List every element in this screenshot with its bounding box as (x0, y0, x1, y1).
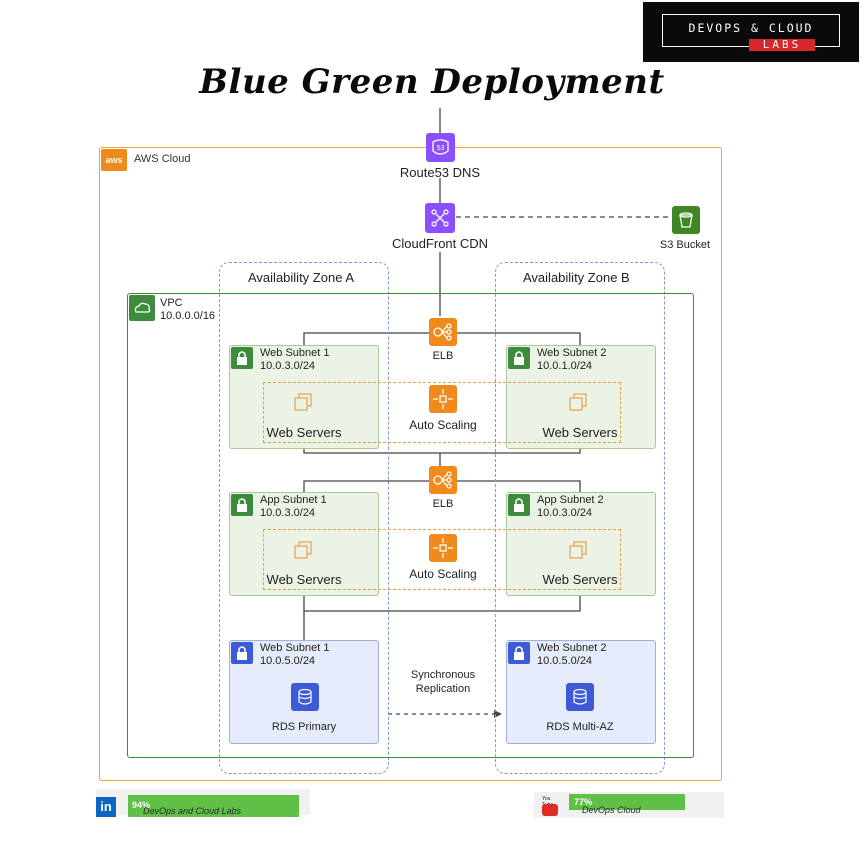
subnet-cidr: 10.0.5.0/24 (260, 655, 316, 667)
logo-line1: DEVOPS & CLOUD (688, 21, 814, 35)
elb2-right-line (456, 480, 581, 493)
ec2-instances-icon (292, 539, 314, 566)
auto-scaling-icon (429, 534, 457, 562)
vpc-cloud-icon (129, 295, 155, 321)
vpc-name: VPC (160, 297, 183, 309)
youtube-banner-text: DevOps Cloud (582, 805, 641, 815)
youtube-progress-bar (569, 794, 685, 810)
db-subnet-a-label: Web Subnet 1 10.0.5.0/24 (260, 642, 330, 668)
lock-icon (231, 642, 253, 664)
availability-zone-a (219, 262, 389, 774)
app-subnet-a (229, 492, 379, 596)
elb1-right-line (456, 332, 581, 345)
subnet-name: App Subnet 2 (537, 494, 604, 506)
app-servers-a-label: Web Servers (266, 572, 342, 587)
vpc-boundary (127, 293, 694, 758)
web-servers-a-label: Web Servers (266, 425, 342, 440)
rds-database-icon (566, 683, 594, 711)
linkedin-progress-bar (128, 795, 299, 817)
page-title: Blue Green Deployment (199, 62, 665, 102)
replication-arrowhead (494, 710, 502, 718)
s3-bucket-icon (672, 206, 700, 234)
lock-icon (508, 642, 530, 664)
subnet-cidr: 10.0.3.0/24 (260, 360, 316, 372)
linkedin-banner-text: DevOps and Cloud Labs (143, 806, 242, 816)
youtube-icon[interactable]: You Tube (540, 796, 560, 818)
elb-icon (429, 318, 457, 346)
subnet-name: Web Subnet 2 (537, 347, 607, 359)
lock-icon (231, 347, 253, 369)
app-servers-b-label: Web Servers (542, 572, 618, 587)
brand-logo: DEVOPS & CLOUD LABS (643, 2, 859, 62)
web-auto-scaling-label: Auto Scaling (409, 418, 477, 432)
web-subnet-b-label: Web Subnet 2 10.0.1.0/24 (537, 347, 607, 373)
lock-icon (508, 494, 530, 516)
app-subnet-b-label: App Subnet 2 10.0.3.0/24 (537, 494, 604, 520)
app-subnet-b (506, 492, 656, 596)
subnet-cidr: 10.0.3.0/24 (260, 507, 316, 519)
rds-multi-az-label: RDS Multi-AZ (546, 721, 614, 733)
lock-icon (508, 347, 530, 369)
logo-line2: LABS (749, 39, 815, 51)
aws-cloud-boundary (99, 147, 722, 781)
app-elb-label: ELB (432, 498, 454, 510)
aws-icon: aws (101, 149, 127, 171)
replication-line2: Replication (415, 683, 471, 695)
subnet-cidr: 10.0.1.0/24 (537, 360, 593, 372)
ec2-instances-icon (567, 391, 589, 418)
app-tier-bottom-line (303, 594, 581, 612)
availability-zone-b (495, 262, 665, 774)
route53-icon: 53 (426, 133, 455, 162)
rds-primary-label: RDS Primary (271, 721, 337, 733)
subnet-name: App Subnet 1 (260, 494, 327, 506)
rds-database-icon (291, 683, 319, 711)
s3-bucket-label: S3 Bucket (659, 239, 711, 251)
web-servers-b-label: Web Servers (542, 425, 618, 440)
web-subnet-a-label: Web Subnet 1 10.0.3.0/24 (260, 347, 330, 373)
subnet-name: Web Subnet 1 (260, 347, 330, 359)
aws-cloud-label: AWS Cloud (134, 153, 191, 165)
youtube-percent: 77% (574, 797, 593, 807)
az-a-label: Availability Zone A (248, 270, 354, 285)
db-subnet-b-label: Web Subnet 2 10.0.5.0/24 (537, 642, 607, 668)
subnet-cidr: 10.0.5.0/24 (537, 655, 593, 667)
vpc-label: VPC 10.0.0.0/16 (160, 297, 215, 323)
route53-label: Route53 DNS (399, 165, 481, 180)
linkedin-icon[interactable]: in (96, 797, 116, 817)
az-b-label: Availability Zone B (523, 270, 630, 285)
cloudfront-icon (425, 203, 455, 233)
elb-icon (429, 466, 457, 494)
subnet-name: Web Subnet 1 (260, 642, 330, 654)
cloudfront-label: CloudFront CDN (391, 236, 489, 251)
web-subnet-a (229, 345, 379, 449)
web-elb-label: ELB (432, 350, 454, 362)
auto-scaling-icon (429, 385, 457, 413)
replication-label: Synchronous Replication (393, 668, 493, 696)
ec2-instances-icon (292, 391, 314, 418)
ec2-instances-icon (567, 539, 589, 566)
linkedin-percent: 94% (132, 800, 151, 810)
subnet-name: Web Subnet 2 (537, 642, 607, 654)
replication-line1: Synchronous (410, 669, 476, 681)
web-auto-scaling-group (263, 382, 621, 443)
route53-icon-text: 53 (437, 145, 445, 152)
web-tier-bottom-line (303, 447, 581, 454)
app-auto-scaling-group (263, 529, 621, 590)
web-subnet-b (506, 345, 656, 449)
lock-icon (231, 494, 253, 516)
subnet-cidr: 10.0.3.0/24 (537, 507, 593, 519)
app-auto-scaling-label: Auto Scaling (409, 567, 477, 581)
vpc-cidr: 10.0.0.0/16 (160, 310, 216, 322)
app-subnet-a-label: App Subnet 1 10.0.3.0/24 (260, 494, 327, 520)
